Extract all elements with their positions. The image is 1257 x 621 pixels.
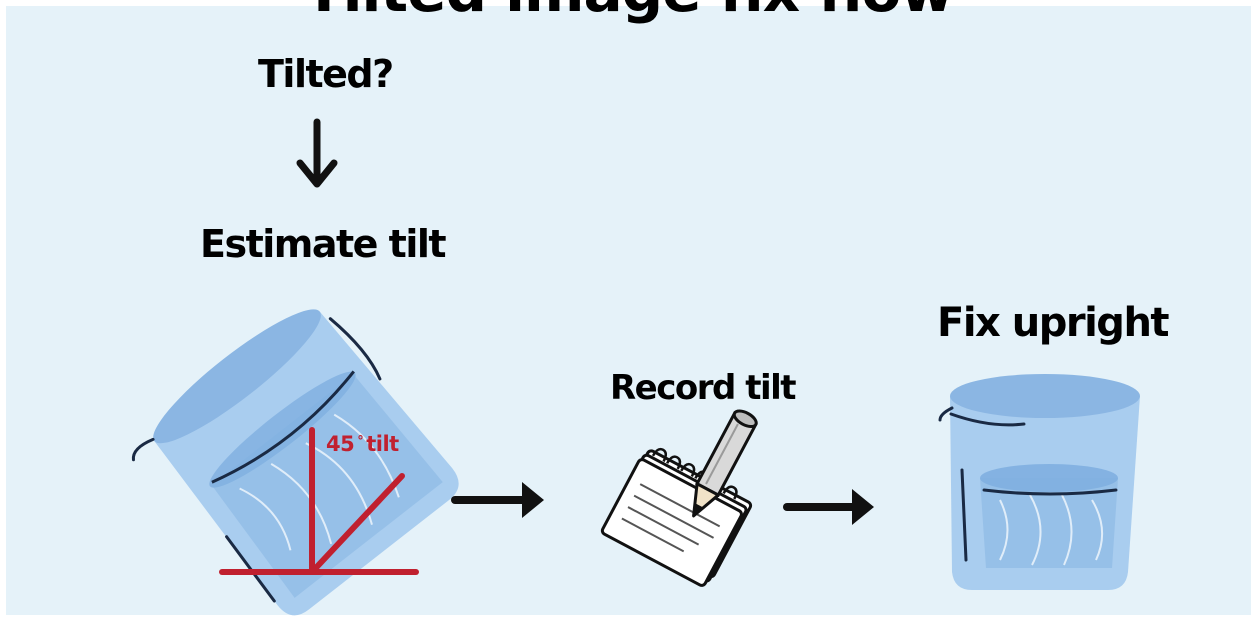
arrow-right-icon bbox=[787, 489, 874, 525]
arrow-right-icon bbox=[455, 482, 544, 518]
upright-beaker-icon bbox=[940, 374, 1140, 590]
tilt-angle-word: tilt bbox=[366, 432, 398, 456]
arrow-down-icon bbox=[300, 122, 334, 184]
step-question-label: Tilted? bbox=[258, 52, 393, 96]
tilt-angle-label: 45°tilt bbox=[326, 432, 399, 456]
step-fix-label: Fix upright bbox=[937, 300, 1168, 346]
step-record-label: Record tilt bbox=[610, 368, 795, 408]
tilt-angle-degree: ° bbox=[357, 434, 363, 449]
tilt-angle-number: 45 bbox=[326, 432, 354, 456]
step-estimate-label: Estimate tilt bbox=[200, 222, 445, 266]
notepad-pencil-icon bbox=[601, 408, 759, 589]
